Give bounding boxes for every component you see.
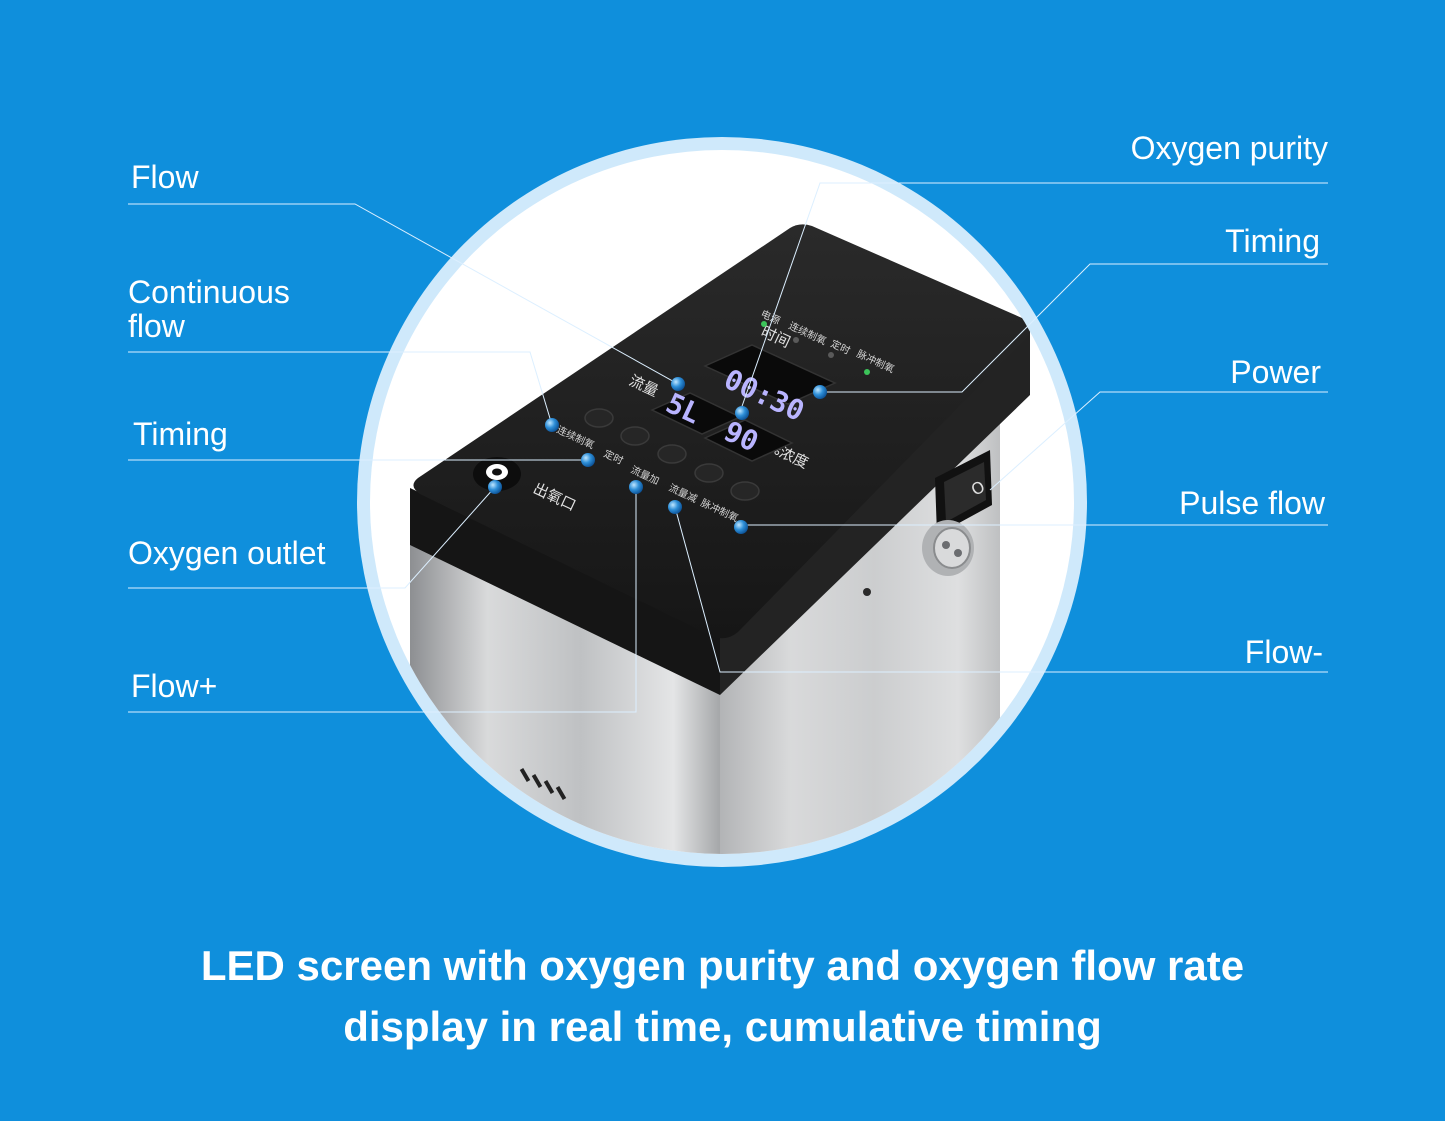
label-continuous-flow-line2: flow (128, 308, 185, 344)
flow-down-button[interactable] (694, 463, 724, 483)
timing-button[interactable] (620, 426, 650, 446)
label-power: Power (1230, 354, 1321, 390)
leader-timing-right (820, 263, 1328, 393)
callout-dot-continuous (545, 418, 559, 432)
label-pulse-flow: Pulse flow (1179, 485, 1325, 521)
device-body: O (410, 224, 1030, 854)
callout-dot-time (813, 385, 827, 399)
callout-dot-outlet (488, 480, 502, 494)
callout-dot-flow-minus (668, 500, 682, 514)
callout-dot-pulse (734, 520, 748, 534)
label-timing-right: Timing (1225, 223, 1320, 259)
caption-line2: display in real time, cumulative timing (343, 1003, 1102, 1050)
leader-continuous (128, 351, 553, 426)
continuous-button[interactable] (584, 408, 614, 428)
callout-dot-flow (671, 377, 685, 391)
label-flow: Flow (131, 159, 199, 195)
callout-dot-timing (581, 453, 595, 467)
leader-flow (128, 203, 679, 385)
leader-power (989, 391, 1328, 491)
flow-up-button[interactable] (657, 444, 687, 464)
label-oxygen-outlet: Oxygen outlet (128, 535, 326, 571)
leader-purity (739, 182, 1328, 413)
pulse-button[interactable] (730, 481, 760, 501)
time-display-window (703, 344, 837, 405)
label-oxygen-purity: Oxygen purity (1130, 130, 1328, 166)
leader-flow-minus (674, 506, 1328, 673)
leader-flow-plus (128, 487, 637, 713)
purity-display-window (703, 419, 794, 462)
label-continuous-flow-line1: Continuous (128, 274, 290, 310)
label-timing-left: Timing (133, 416, 228, 452)
callout-dot-purity (735, 406, 749, 420)
caption-line1: LED screen with oxygen purity and oxygen… (200, 942, 1245, 989)
label-flow-plus: Flow+ (131, 668, 218, 704)
callout-dot-flow-plus (629, 480, 643, 494)
leader-outlet (128, 486, 496, 589)
label-flow-minus: Flow- (1244, 634, 1323, 670)
